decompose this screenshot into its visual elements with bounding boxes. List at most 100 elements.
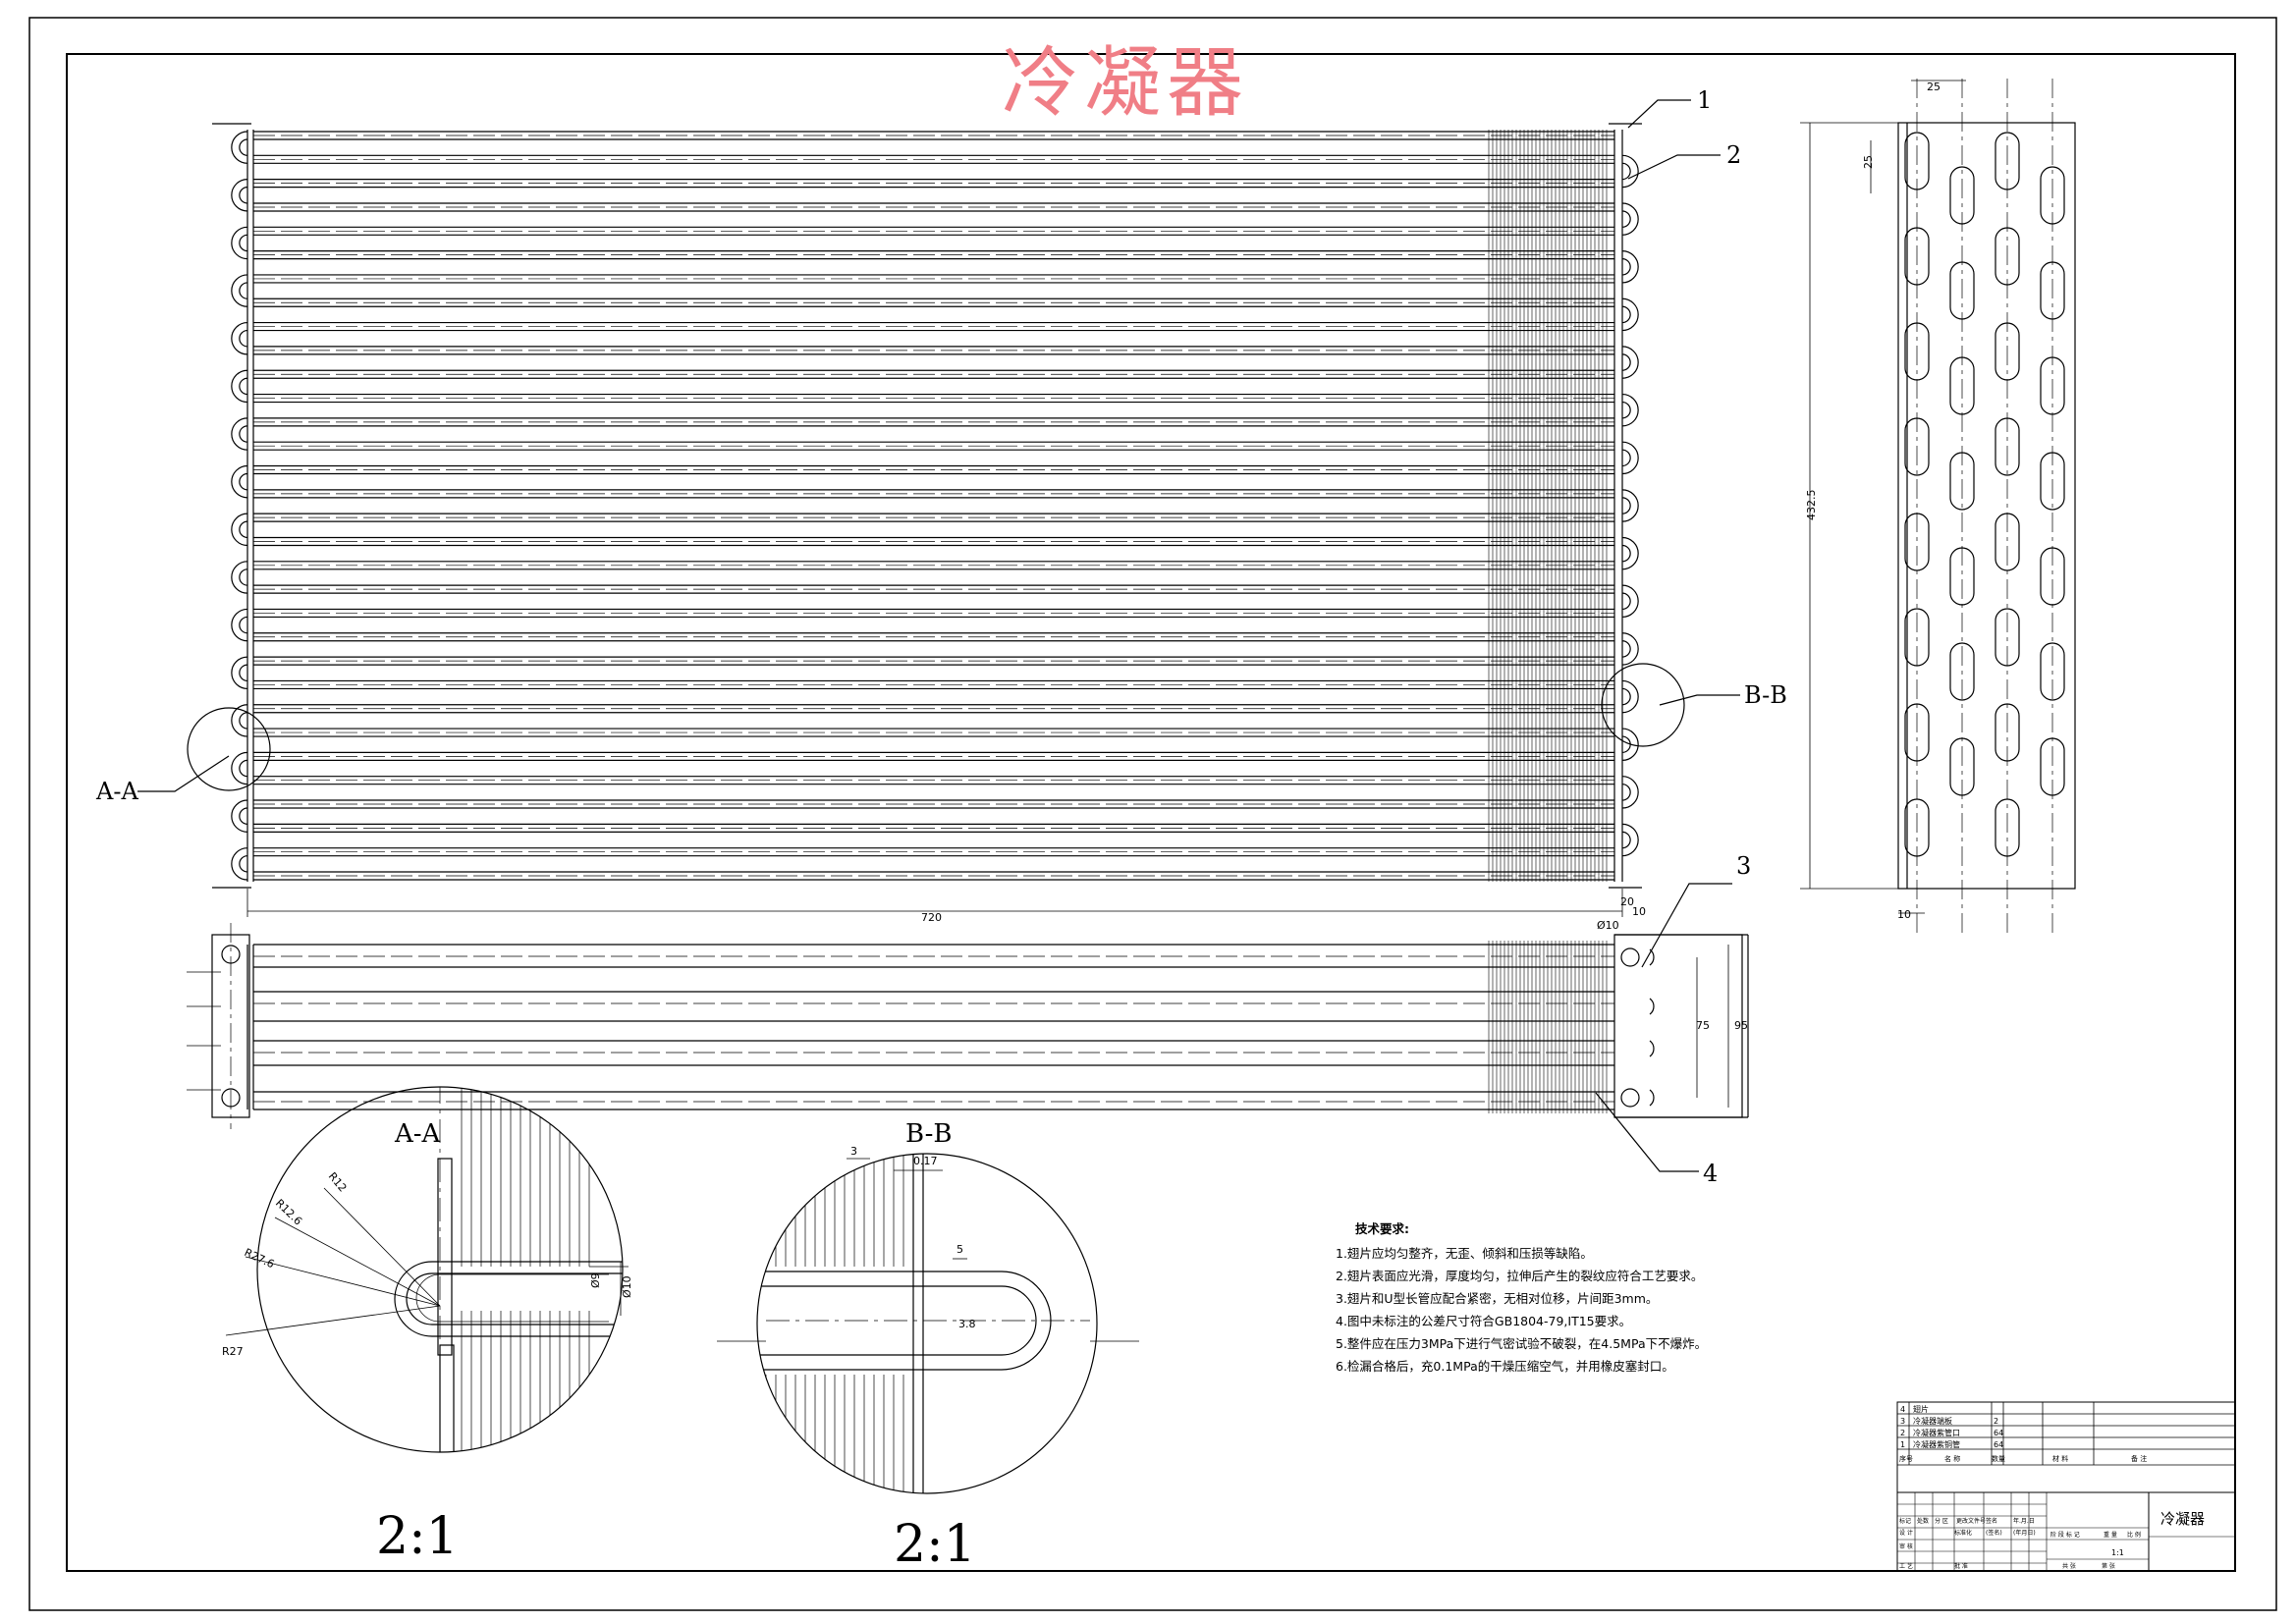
u-bend-top — [1649, 1089, 1655, 1107]
scale-label-bb: 2:1 — [894, 1515, 976, 1574]
u-bend-left — [239, 568, 248, 586]
u-bend-right — [1621, 162, 1631, 181]
radius-leader — [323, 1187, 441, 1307]
u-bend-left — [231, 561, 248, 594]
slot-hole — [2040, 356, 2065, 415]
bb-dim-5: 5 — [957, 1243, 963, 1256]
parts-no: 1 — [1900, 1440, 1905, 1449]
radius-leader — [274, 1217, 441, 1307]
drawing-title: 冷凝器 — [1002, 39, 1250, 128]
aa-dim-r12-6: R12.6 — [273, 1197, 304, 1228]
title-block-cell: 比 例 — [2127, 1531, 2141, 1539]
u-bend-left — [239, 329, 248, 348]
slot-hole — [1904, 703, 1930, 762]
bb-dim-3-8: 3.8 — [958, 1318, 976, 1330]
u-bend-right — [1621, 497, 1631, 514]
tube-plate-section — [437, 1158, 453, 1356]
slot-hole — [1904, 608, 1930, 667]
title-block-cell: 签名 — [1986, 1517, 1997, 1525]
radius-leader — [245, 1256, 441, 1307]
title-block-cell: 工 艺 — [1899, 1562, 1913, 1570]
note-line: 4.图中未标注的公差尺寸符合GB1804-79,IT15要求。 — [1336, 1314, 1632, 1328]
slot-hole — [2040, 452, 2065, 511]
note-line: 1.翅片应均匀整齐，无歪、倾斜和压损等缺陷。 — [1336, 1246, 1593, 1261]
u-bend-left — [239, 234, 248, 252]
u-bend-right — [1621, 250, 1639, 284]
dim-phi10: Ø10 — [1597, 919, 1619, 932]
u-bend-right — [1621, 489, 1639, 522]
title-block-cell: 阶 段 标 记 — [2050, 1531, 2080, 1539]
u-bend-right — [1621, 393, 1639, 427]
dim-20: 20 — [1620, 895, 1634, 908]
u-bend-left — [231, 656, 248, 690]
title-block-cell: 设 计 — [1899, 1529, 1913, 1537]
u-bend-inner — [406, 1272, 623, 1325]
u-bend-right — [1621, 441, 1639, 475]
parts-no: 2 — [1900, 1429, 1905, 1437]
scale-label-aa: 2:1 — [376, 1507, 459, 1566]
slot-hole — [1904, 798, 1930, 857]
u-bend-left — [239, 664, 248, 682]
note-line: 5.整件应在压力3MPa下进行气密试验不破裂，在4.5MPa下不爆炸。 — [1336, 1336, 1708, 1351]
section-aa-detail — [225, 1086, 629, 1453]
slot-hole — [1995, 322, 2020, 381]
u-bend-left — [239, 282, 248, 299]
callouts — [137, 99, 1740, 1172]
u-bend-right — [1621, 401, 1631, 419]
slot-hole — [1949, 166, 1975, 225]
u-bend-left — [239, 807, 248, 825]
u-bend-right — [1621, 592, 1631, 611]
technical-notes: 技术要求: 1.翅片应均匀整齐，无歪、倾斜和压损等缺陷。 2.翅片表面应光滑，厚… — [1336, 1217, 1728, 1378]
u-bend-right — [1621, 202, 1639, 236]
u-bend-right — [1621, 640, 1631, 658]
aa-dim-r27-6: R27.6 — [243, 1246, 277, 1271]
front-view — [212, 123, 1642, 917]
callout-2: 2 — [1726, 141, 1741, 169]
slot-hole — [1904, 417, 1930, 476]
parts-qty: 64 — [1994, 1440, 2003, 1449]
section-bb-marker: B-B — [1744, 681, 1787, 709]
side-dim-25-left: 25 — [1862, 155, 1875, 169]
u-bend-left — [239, 377, 248, 396]
end-plate-section — [912, 1154, 924, 1493]
u-bend-top — [1649, 1040, 1655, 1057]
u-bend-right — [1621, 784, 1631, 801]
u-bend-right — [1621, 823, 1639, 857]
u-bend-left — [239, 520, 248, 539]
outer-border — [28, 17, 2277, 1611]
title-block-cell: 更改文件号 — [1956, 1517, 1986, 1525]
note-line: 3.翅片和U型长管应配合紧密，无相对位移，片间距3mm。 — [1336, 1291, 1659, 1306]
title-block-cell: 标准化 — [1954, 1529, 1972, 1537]
side-dim-432: 432.5 — [1805, 490, 1818, 521]
title-block-cell: 分 区 — [1935, 1517, 1948, 1525]
parts-name: 翅片 — [1913, 1404, 1929, 1414]
section-bb-detail — [717, 1153, 1139, 1494]
u-bend-inner — [757, 1285, 1037, 1356]
radius-leader — [225, 1305, 441, 1336]
parts-name: 冷凝器紫铜管 — [1913, 1439, 1960, 1449]
u-bend-right — [1621, 258, 1631, 276]
slot-hole — [1904, 132, 1930, 190]
parts-header-qty: 数量 — [1992, 1454, 2005, 1463]
side-dim-25-top: 25 — [1927, 81, 1941, 93]
u-bend-left — [231, 274, 248, 307]
u-bend-right — [1621, 735, 1631, 753]
u-bend-left — [231, 513, 248, 547]
note-line: 6.检漏合格后，充0.1MPa的干燥压缩空气，并用橡皮塞封口。 — [1336, 1359, 1674, 1374]
u-bend-left — [231, 179, 248, 212]
u-bend-right — [1621, 305, 1631, 324]
u-bend-right — [1621, 632, 1639, 666]
parts-no: 3 — [1900, 1417, 1905, 1426]
u-bend-left — [239, 855, 248, 873]
u-bend-left — [239, 712, 248, 730]
parts-name: 冷凝器端板 — [1913, 1416, 1952, 1426]
u-bend-right — [1621, 584, 1639, 619]
parts-header-no: 序号 — [1899, 1454, 1913, 1463]
u-bend-left — [231, 608, 248, 642]
u-bend-right — [1621, 544, 1631, 563]
end-plate-outline — [1897, 122, 2076, 890]
callout-1: 1 — [1697, 86, 1712, 114]
slot-hole — [2040, 642, 2065, 701]
slot-hole — [1904, 227, 1930, 286]
